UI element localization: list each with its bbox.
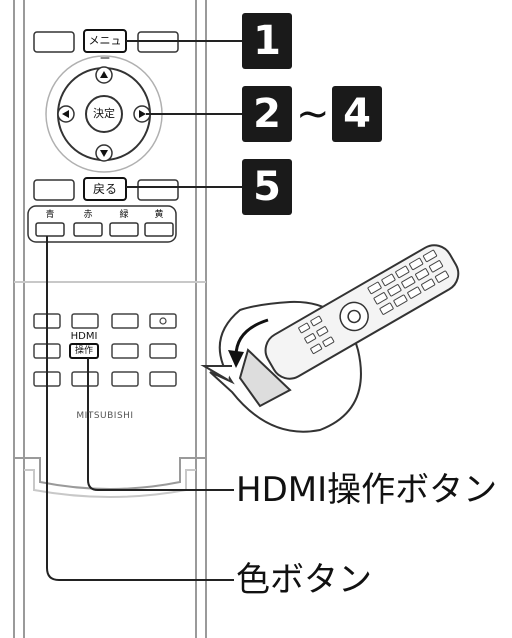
red-button[interactable] bbox=[73, 222, 103, 237]
grid-button[interactable] bbox=[111, 343, 139, 359]
up-arrow-icon bbox=[100, 71, 108, 78]
step-4-tag: 4 bbox=[332, 86, 382, 142]
circle-icon bbox=[159, 317, 167, 325]
right-arrow-icon bbox=[139, 110, 146, 118]
yellow-label: 黄 bbox=[154, 210, 164, 220]
range-tilde: ~ bbox=[296, 91, 330, 137]
grid-button[interactable] bbox=[71, 313, 99, 329]
inset-remote bbox=[200, 244, 460, 433]
grid-button[interactable] bbox=[149, 343, 177, 359]
step-2-tag: 2 bbox=[242, 86, 292, 142]
inset-cover bbox=[238, 348, 292, 408]
leader-lines bbox=[46, 40, 242, 581]
left-arrow-icon bbox=[62, 110, 69, 118]
back-label: 戻る bbox=[92, 182, 117, 196]
arrow-head-icon bbox=[228, 350, 244, 368]
green-label: 緑 bbox=[119, 210, 129, 220]
step-5-tag: 5 bbox=[242, 159, 292, 215]
back-row-right-button[interactable] bbox=[137, 179, 179, 201]
menu-label: メニュー bbox=[88, 34, 122, 65]
blue-button[interactable] bbox=[35, 222, 65, 237]
grid-button[interactable] bbox=[71, 371, 99, 387]
step-1-tag: 1 bbox=[242, 13, 292, 69]
grid-button[interactable] bbox=[149, 313, 177, 329]
lower-button-grid bbox=[33, 313, 177, 387]
hdmi-label: HDMI bbox=[70, 331, 98, 342]
color-button-group bbox=[27, 205, 177, 243]
operate-label: 操作 bbox=[74, 346, 93, 356]
grid-button[interactable] bbox=[111, 313, 139, 329]
enter-label: 決定 bbox=[93, 107, 115, 120]
blue-label: 青 bbox=[45, 210, 55, 220]
color-button-callout: 色ボタン bbox=[236, 560, 372, 600]
back-button[interactable] bbox=[83, 177, 127, 201]
grid-button[interactable] bbox=[149, 371, 177, 387]
hdmi-operate-button[interactable] bbox=[69, 343, 99, 359]
grid-button[interactable] bbox=[111, 371, 139, 387]
down-arrow-icon bbox=[100, 150, 108, 157]
yellow-button[interactable] bbox=[144, 222, 174, 237]
brand-logo: MITSUBISHI bbox=[76, 411, 134, 421]
hdmi-button-callout: HDMI操作ボタン bbox=[236, 470, 498, 510]
green-button[interactable] bbox=[109, 222, 139, 237]
back-row-left-button[interactable] bbox=[33, 179, 75, 201]
enter-button[interactable] bbox=[85, 95, 123, 133]
red-label: 赤 bbox=[83, 210, 93, 220]
top-left-button[interactable] bbox=[33, 31, 75, 53]
